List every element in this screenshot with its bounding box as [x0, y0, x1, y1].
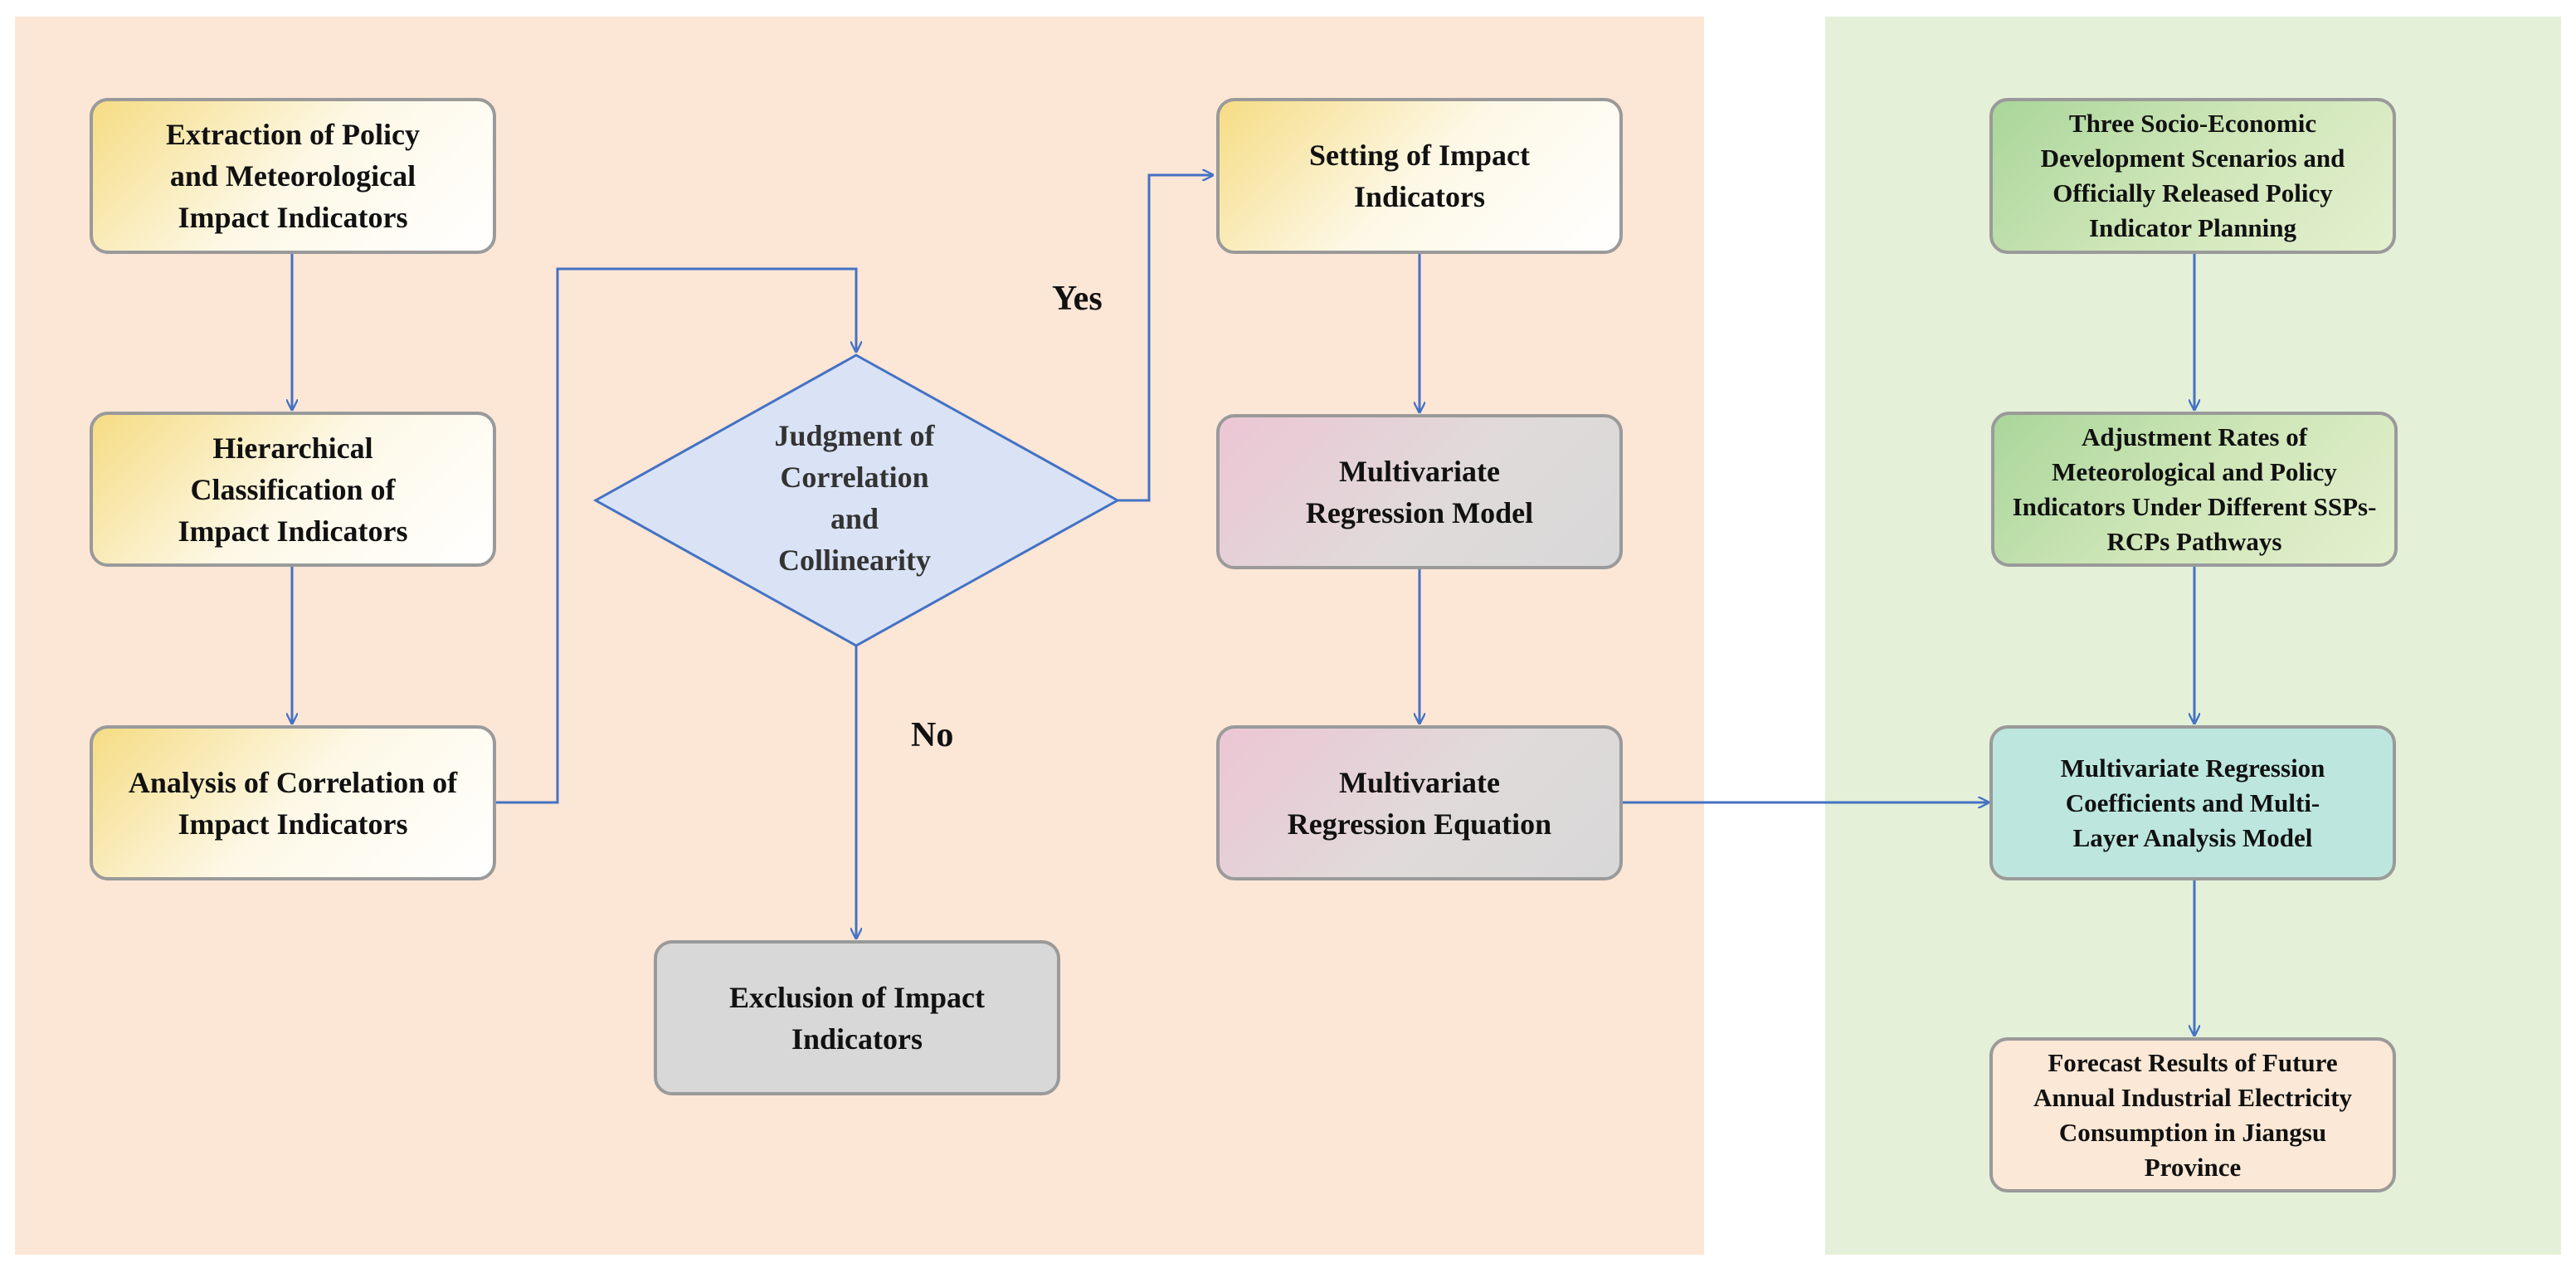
node-adjustment-label: Adjustment Rates of Meteorological and P… [2012, 422, 2377, 556]
edge-label-no: No [911, 716, 954, 754]
node-coefficients-label: Multivariate Regression Coefficients and… [2060, 753, 2325, 852]
node-analysis-label: Analysis of Correlation of Impact Indica… [128, 765, 458, 841]
node-setting: Setting of Impact Indicators [1216, 98, 1623, 254]
node-equation: Multivariate Regression Equation [1216, 725, 1623, 880]
node-scenarios-label: Three Socio-Economic Development Scenari… [2040, 109, 2345, 242]
node-model: Multivariate Regression Model [1216, 414, 1623, 569]
node-equation-label: Multivariate Regression Equation [1287, 765, 1552, 841]
node-extraction: Extraction of Policy and Meteorological … [90, 98, 496, 254]
node-hierarchical: Hierarchical Classification of Impact In… [90, 412, 496, 567]
edge-label-yes: Yes [1052, 280, 1103, 318]
node-scenarios: Three Socio-Economic Development Scenari… [1989, 98, 2396, 254]
node-analysis: Analysis of Correlation of Impact Indica… [90, 725, 496, 880]
node-judgment-label: Judgment of Correlation and Collinearity [774, 419, 935, 577]
node-exclusion: Exclusion of Impact Indicators [654, 940, 1060, 1095]
node-setting-label: Setting of Impact Indicators [1309, 139, 1530, 213]
arrow-analysis-to-judgment [496, 267, 856, 804]
node-extraction-label: Extraction of Policy and Meteorological … [166, 118, 420, 234]
node-adjustment: Adjustment Rates of Meteorological and P… [1991, 412, 2398, 567]
node-forecast: Forecast Results of Future Annual Indust… [1989, 1037, 2396, 1192]
node-hierarchical-label: Hierarchical Classification of Impact In… [178, 431, 408, 548]
arrow-judgment-yes-to-setting [1118, 175, 1213, 502]
node-exclusion-label: Exclusion of Impact Indicators [728, 980, 986, 1056]
node-forecast-label: Forecast Results of Future Annual Indust… [2033, 1047, 2353, 1182]
node-model-label: Multivariate Regression Model [1305, 454, 1534, 529]
node-coefficients: Multivariate Regression Coefficients and… [1989, 725, 2396, 880]
